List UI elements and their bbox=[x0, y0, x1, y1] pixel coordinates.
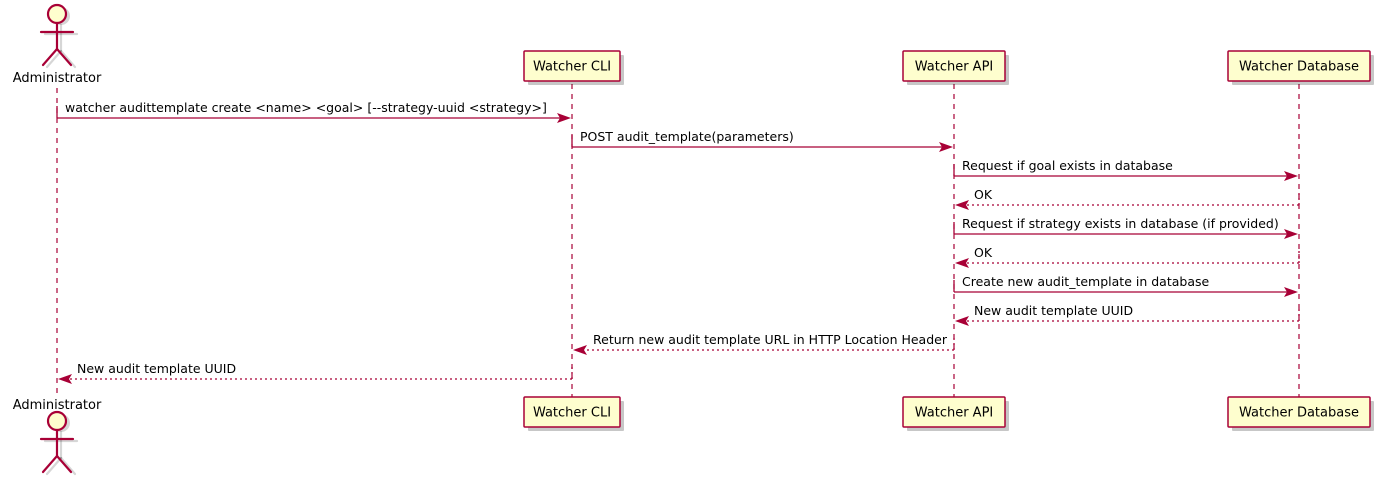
message-1: watcher audittemplate create <name> <goa… bbox=[56, 100, 571, 123]
message-10-arrowhead bbox=[58, 374, 72, 384]
participant-box-watcher-database-top[interactable] bbox=[1227, 50, 1371, 82]
participant-label-watcher-api-top: Watcher API bbox=[915, 60, 994, 75]
participant-label-watcher-api-bottom: Watcher API bbox=[915, 406, 994, 421]
participant-watcher-api-top[interactable]: Watcher API bbox=[902, 50, 1009, 85]
message-1-arrowhead bbox=[557, 113, 571, 123]
actor-label-administrator-bottom: Administrator bbox=[13, 398, 102, 413]
message-7-arrowhead bbox=[1284, 287, 1298, 297]
participant-watcher-database-top[interactable]: Watcher Database bbox=[1227, 50, 1374, 85]
actor-leg-right-icon bbox=[55, 47, 73, 67]
message-6-label: OK bbox=[974, 245, 993, 260]
message-3-label: Request if goal exists in database bbox=[962, 158, 1173, 173]
participant-watcher-cli-top[interactable]: Watcher CLI bbox=[523, 50, 624, 85]
participant-box-watcher-database-bottom[interactable] bbox=[1227, 396, 1371, 428]
message-6-arrowhead bbox=[955, 258, 969, 268]
message-5-arrowhead bbox=[1284, 229, 1298, 239]
participant-box-watcher-api-top[interactable] bbox=[902, 50, 1006, 82]
message-3-arrowhead bbox=[1284, 171, 1298, 181]
message-9-arrowhead bbox=[573, 345, 587, 355]
message-8-arrowhead bbox=[955, 316, 969, 326]
message-5: Request if strategy exists in database (… bbox=[953, 216, 1298, 239]
actor-head-icon bbox=[46, 3, 68, 25]
actor-leg-right-icon bbox=[55, 454, 73, 474]
actor-label-administrator-top: Administrator bbox=[13, 71, 102, 86]
message-4-arrowhead bbox=[955, 200, 969, 210]
message-8-label: New audit template UUID bbox=[974, 303, 1133, 318]
message-8: New audit template UUID bbox=[955, 303, 1300, 326]
message-2: POST audit_template(parameters) bbox=[571, 129, 953, 152]
actor-administrator-bottom[interactable]: Administrator bbox=[13, 398, 102, 476]
participant-watcher-api-bottom[interactable]: Watcher API bbox=[902, 396, 1009, 431]
message-4-label: OK bbox=[974, 187, 993, 202]
participant-box-watcher-api-bottom[interactable] bbox=[902, 396, 1006, 428]
actor-leg-left-icon bbox=[41, 454, 59, 474]
message-10: New audit template UUID bbox=[58, 361, 573, 384]
participant-box-watcher-cli-bottom[interactable] bbox=[523, 396, 621, 428]
message-5-label: Request if strategy exists in database (… bbox=[962, 216, 1279, 231]
message-7-label: Create new audit_template in database bbox=[962, 274, 1209, 289]
participant-box-watcher-cli-top[interactable] bbox=[523, 50, 621, 82]
participant-label-watcher-database-bottom: Watcher Database bbox=[1239, 406, 1359, 421]
message-6: OK bbox=[955, 245, 1300, 268]
participant-label-watcher-cli-top: Watcher CLI bbox=[533, 60, 611, 75]
message-10-label: New audit template UUID bbox=[77, 361, 236, 376]
message-9-label: Return new audit template URL in HTTP Lo… bbox=[593, 332, 948, 347]
message-4: OK bbox=[955, 187, 1300, 210]
participant-watcher-cli-bottom[interactable]: Watcher CLI bbox=[523, 396, 624, 431]
participant-watcher-database-bottom[interactable]: Watcher Database bbox=[1227, 396, 1374, 431]
actor-administrator-top[interactable]: Administrator bbox=[13, 3, 102, 86]
actor-head-icon bbox=[46, 410, 68, 432]
message-9: Return new audit template URL in HTTP Lo… bbox=[573, 332, 955, 355]
message-2-arrowhead bbox=[939, 142, 953, 152]
participant-label-watcher-cli-bottom: Watcher CLI bbox=[533, 406, 611, 421]
actor-leg-left-icon bbox=[41, 47, 59, 67]
message-1-label: watcher audittemplate create <name> <goa… bbox=[65, 100, 547, 115]
message-2-label: POST audit_template(parameters) bbox=[580, 129, 794, 144]
message-7: Create new audit_template in database bbox=[953, 274, 1298, 297]
message-3: Request if goal exists in database bbox=[953, 158, 1298, 181]
participant-label-watcher-database-top: Watcher Database bbox=[1239, 60, 1359, 75]
